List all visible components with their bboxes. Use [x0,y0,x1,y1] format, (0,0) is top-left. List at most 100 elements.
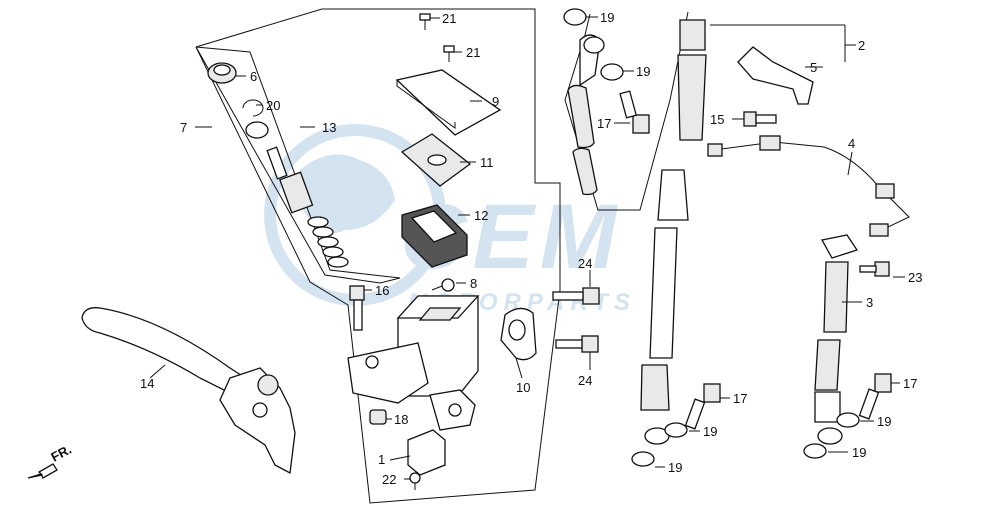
bolt-23[interactable] [859,261,890,277]
long-hose-joint [657,169,689,221]
washer-19c[interactable] [664,422,688,438]
bolt-24a-shaft [552,291,584,301]
long-hose-bottom-fitting [640,364,670,411]
reservoir-cap[interactable] [395,69,502,136]
front-direction-indicator: FR. [27,442,74,479]
bolt-24b-head [581,335,599,353]
callout-5: 5 [810,60,817,75]
master-cylinder-inner-well [418,307,462,321]
bolt-17a-shaft [619,90,637,119]
brake-switch-1[interactable] [407,429,446,476]
brake-lever-pivot-hole [252,402,268,418]
brake-pipe-4[interactable] [707,135,910,237]
screw-22[interactable] [409,472,421,490]
clamp-holder-10-bore [508,319,526,341]
callout-19a: 19 [600,10,614,25]
watermark-globe-map [296,154,395,234]
brake-pipe-4-nut-a [707,143,723,157]
long-hose-top-fitting [679,19,706,51]
front-brake-hose-long[interactable] [640,19,707,445]
callout-1: 1 [378,452,385,467]
callout-20: 20 [266,98,280,113]
bolt-15-shaft [755,114,777,124]
callout-11: 11 [480,155,494,170]
nut-8-body [441,278,455,292]
spring-coil-3 [317,236,339,248]
reservoir-plate-hole [427,154,447,166]
upper-hose[interactable] [567,34,605,196]
bolt-15[interactable] [743,111,777,127]
brake-switch-1-body [407,429,446,476]
hose-3-upper [823,261,849,333]
callout-12: 12 [474,208,488,223]
washer-7[interactable] [245,121,269,139]
bolt-17c[interactable] [858,373,892,420]
brake-lever[interactable] [81,307,296,475]
screw-21b-head [443,45,455,53]
washer-19f[interactable] [803,443,827,459]
bolt-17a[interactable] [619,90,650,134]
washer-19a[interactable] [563,8,587,26]
callout-21a: 21 [442,11,456,26]
callout-19e: 19 [877,414,891,429]
bolt-17b-head [703,383,721,403]
piston-13-rod [266,146,288,180]
callout-7: 7 [180,120,187,135]
bolt-17c-head [874,373,892,393]
bolt-17c-shaft [858,388,880,420]
circlip-20[interactable] [242,99,264,117]
bolt-24b[interactable] [555,335,599,353]
piston-13-body [279,171,314,214]
brake-pipe-4-nut-b [759,135,781,151]
callout-24a: 24 [578,256,592,271]
callout-24b: 24 [578,373,592,388]
brake-lever-body [81,307,251,399]
boot-6[interactable] [207,62,237,84]
hose-bracket-5[interactable] [737,46,814,105]
callout-17c: 17 [903,376,917,391]
bolt-17b[interactable] [684,383,721,430]
pivot-bolt-16[interactable] [349,285,365,331]
screw-21b[interactable] [443,45,455,62]
callout-9: 9 [492,94,499,109]
callout-17b: 17 [733,391,747,406]
spring-coil-4 [322,246,344,258]
master-cylinder[interactable] [347,295,480,431]
washer-19e[interactable] [836,412,860,428]
piston-kit-outline [195,46,401,284]
long-hose-lower [649,227,678,359]
spring-coil-2 [312,226,334,238]
bolt-17a-head [632,114,650,134]
screw-21a[interactable] [419,13,431,30]
bolt-24b-shaft [555,339,583,349]
grommet-18[interactable] [369,409,387,425]
washer-19d[interactable] [631,451,655,467]
bolt-24a[interactable] [552,287,600,305]
callout-14: 14 [140,376,154,391]
callout-18: 18 [394,412,408,427]
upper-hose-banjo [583,36,605,54]
bolt-17b-shaft [684,398,706,430]
master-cylinder-mount-hole [365,355,379,369]
spring-13[interactable] [307,216,349,268]
callout-21b: 21 [466,45,480,60]
callout-10: 10 [516,380,530,395]
spring-coil-5 [327,256,349,268]
nut-8-tab [431,285,443,291]
callout-3: 3 [866,295,873,310]
callout-8: 8 [470,276,477,291]
master-cylinder-assembly-outline [195,8,561,504]
boot-6-opening [213,64,231,76]
piston-13[interactable] [266,146,314,214]
bolt-24a-head [582,287,600,305]
callout-23: 23 [908,270,922,285]
washer-19b[interactable] [600,63,624,81]
brake-lever-adjuster [257,374,279,396]
nut-8[interactable] [431,278,455,292]
front-brake-hose-3[interactable] [814,234,859,445]
callout-19b: 19 [636,64,650,79]
brake-pipe-4-nut-d [869,223,889,237]
leader-lines [149,16,905,480]
callout-6: 6 [250,69,257,84]
